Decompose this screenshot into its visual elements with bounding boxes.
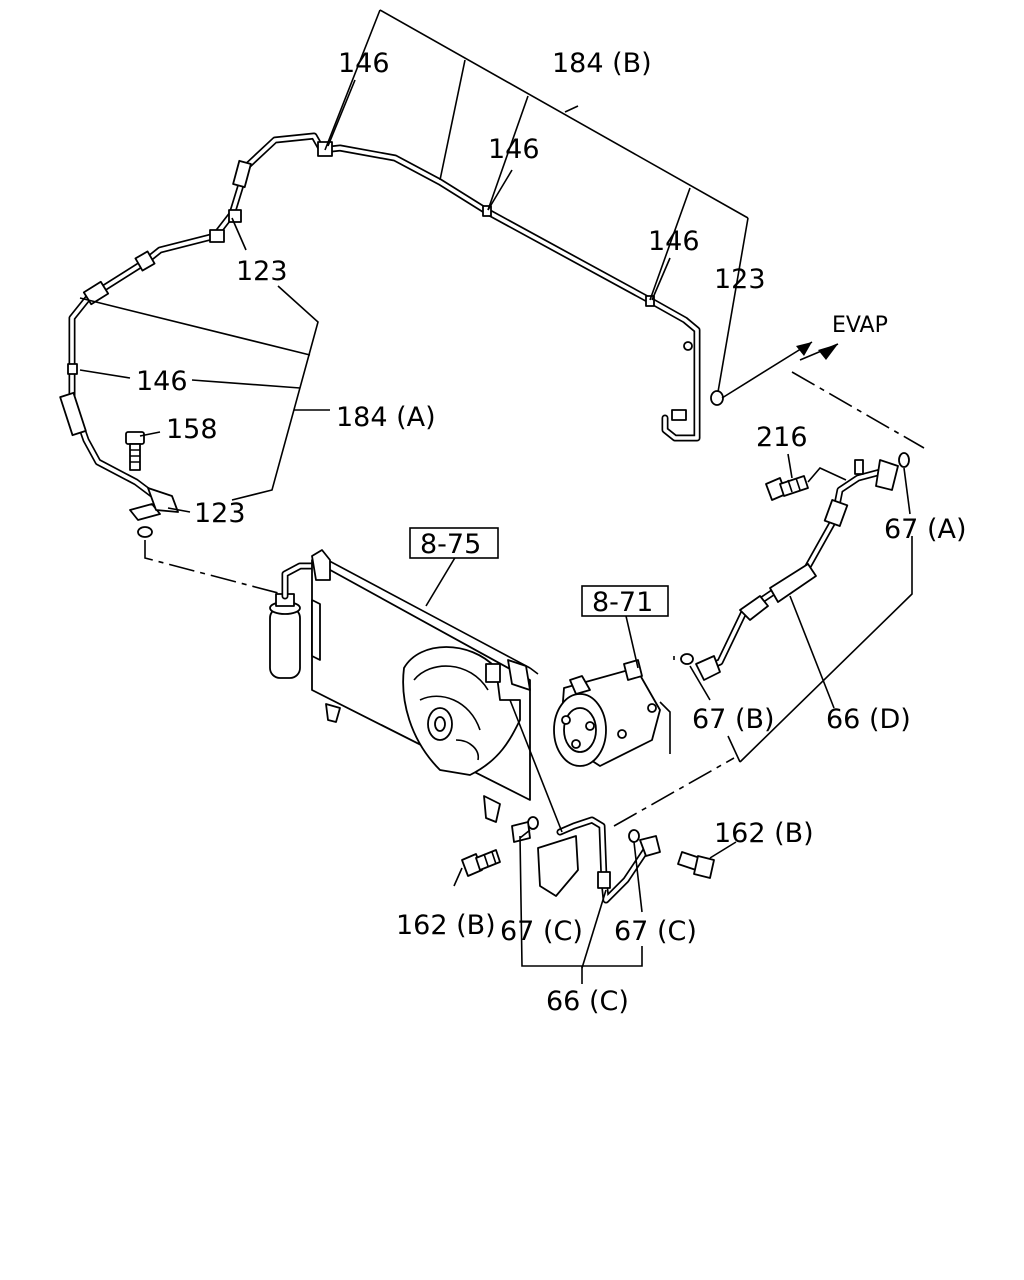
label-67b: 67 (B) <box>692 704 775 735</box>
label-66d: 66 (D) <box>826 704 911 735</box>
label-158: 158 <box>166 414 218 445</box>
box-8-75-frame <box>409 527 499 559</box>
label-146-left: 146 <box>136 366 188 397</box>
label-66c: 66 (C) <box>546 986 629 1017</box>
label-123-right: 123 <box>714 264 766 295</box>
pipe-clamps <box>59 141 693 437</box>
bolt-162b-left <box>461 849 501 877</box>
label-216: 216 <box>756 422 808 453</box>
label-184b: 184 (B) <box>552 48 652 79</box>
label-box-8-75: 8-75 <box>420 529 481 560</box>
condenser <box>311 549 539 823</box>
label-184a: 184 (A) <box>336 402 436 433</box>
joint-123-left <box>209 229 225 243</box>
leader-lines <box>79 9 913 984</box>
clamp-146-mid <box>482 205 492 217</box>
dash-leaders <box>144 371 925 827</box>
o-ring-67a <box>898 452 910 468</box>
bolt-162b-right <box>677 851 715 879</box>
hose-66c <box>511 816 661 904</box>
label-evap: EVAP <box>832 313 888 338</box>
fitting-123-low <box>129 487 179 521</box>
o-ring-123-low <box>137 526 153 538</box>
label-67c-right: 67 (C) <box>614 916 697 947</box>
pipe-184b-upper <box>68 132 701 504</box>
pipe-sleeve-lower <box>59 391 87 437</box>
box-8-71-frame <box>581 585 669 617</box>
text-labels: 146 184 (B) 146 146 123 EVAP 123 146 184… <box>136 48 966 1017</box>
clamp-146-left <box>67 363 78 375</box>
label-67c-left: 67 (C) <box>500 916 583 947</box>
pipe-sleeve-upper <box>82 280 110 306</box>
joint-upper-left <box>228 209 242 223</box>
label-67a: 67 (A) <box>884 514 966 545</box>
compressor <box>553 659 661 767</box>
clamp-146-right <box>645 295 655 307</box>
label-146-right: 146 <box>648 226 700 257</box>
o-ring-67c-right <box>628 829 640 843</box>
label-146-top: 146 <box>338 48 390 79</box>
pipe-bracket-dot <box>683 341 693 351</box>
pipe-sleeve-top <box>232 159 252 189</box>
hose-66d <box>695 459 899 681</box>
label-146-mid: 146 <box>488 134 540 165</box>
bolt-158 <box>125 431 145 471</box>
label-162b-left: 162 (B) <box>396 910 496 941</box>
label-box-8-71: 8-71 <box>592 587 653 618</box>
label-123-left: 123 <box>236 256 288 287</box>
o-ring-67b <box>680 653 694 665</box>
evap-arrows <box>721 341 839 399</box>
o-rings <box>137 390 910 843</box>
bolt-216 <box>765 475 809 501</box>
label-162b-right: 162 (B) <box>714 818 814 849</box>
o-ring-123-right <box>710 390 724 406</box>
pipe-sleeve-mid <box>134 250 156 272</box>
receiver-drier <box>269 562 324 679</box>
pipe-end-fitting <box>671 409 687 421</box>
label-123-low: 123 <box>194 498 246 529</box>
